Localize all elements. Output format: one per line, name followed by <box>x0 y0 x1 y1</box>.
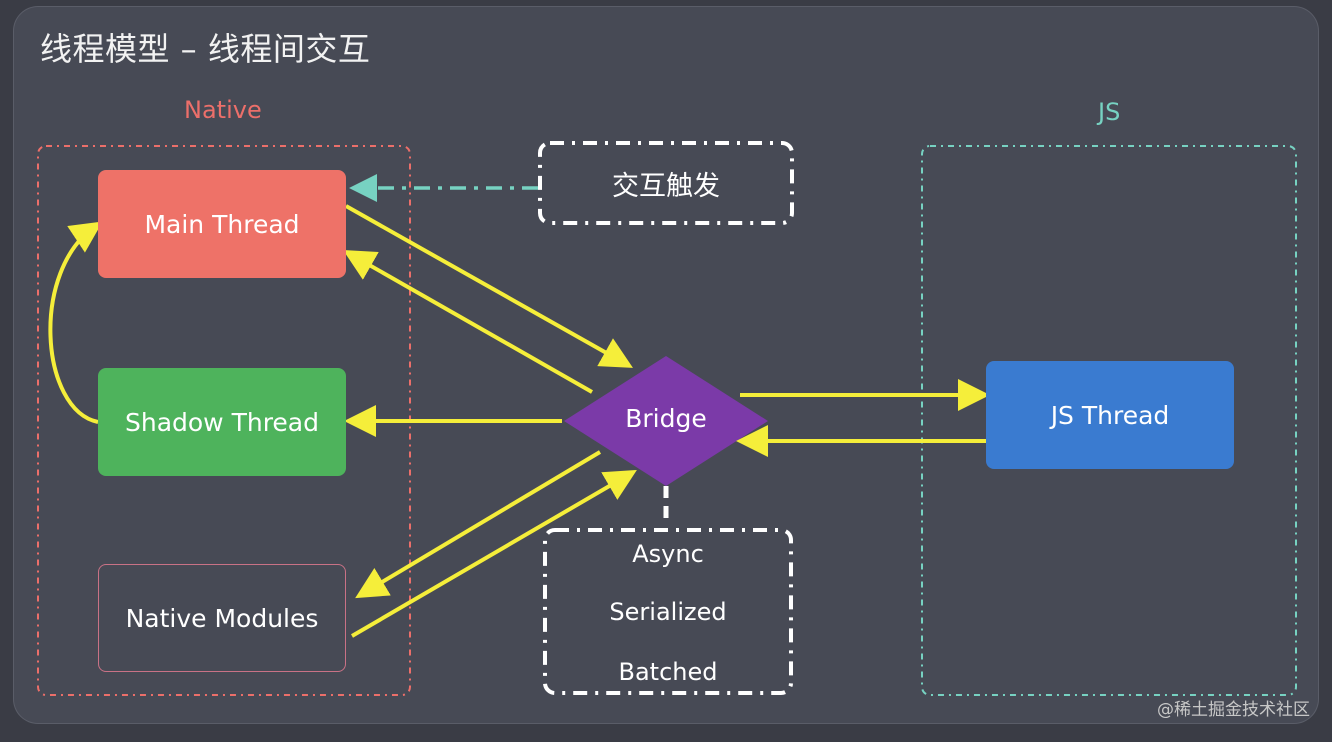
native-group-label: Native <box>184 96 262 124</box>
watermark: @稀土掘金技术社区 <box>1157 700 1310 720</box>
property-serialized: Serialized <box>609 598 727 626</box>
trigger-label: 交互触发 <box>612 171 720 202</box>
arrow-bridge-to-main <box>343 250 593 394</box>
native-modules-label: Native Modules <box>125 603 319 633</box>
js-thread-node: JS Thread <box>986 361 1234 469</box>
native-modules-node: Native Modules <box>98 564 346 672</box>
js-group-label: JS <box>1098 98 1121 126</box>
js-group-border <box>921 145 1297 696</box>
arrow-bridge-to-modules <box>355 450 602 599</box>
bridge-label: Bridge <box>625 404 707 433</box>
arrow-modules-to-bridge <box>350 469 637 638</box>
bridge-diamond <box>564 356 768 486</box>
properties-box <box>543 528 793 695</box>
arrow-shadow-to-main <box>48 221 103 424</box>
trigger-box <box>538 141 794 225</box>
page-title: 线程模型 – 线程间交互 <box>40 30 371 68</box>
shadow-thread-label: Shadow Thread <box>124 407 319 437</box>
shadow-thread-node: Shadow Thread <box>98 368 346 476</box>
js-thread-label: JS Thread <box>1050 400 1170 430</box>
property-batched: Batched <box>618 658 718 686</box>
main-thread-node: Main Thread <box>98 170 346 278</box>
property-async: Async <box>632 540 704 568</box>
main-thread-label: Main Thread <box>144 209 300 239</box>
arrow-main-to-bridge <box>345 204 633 368</box>
